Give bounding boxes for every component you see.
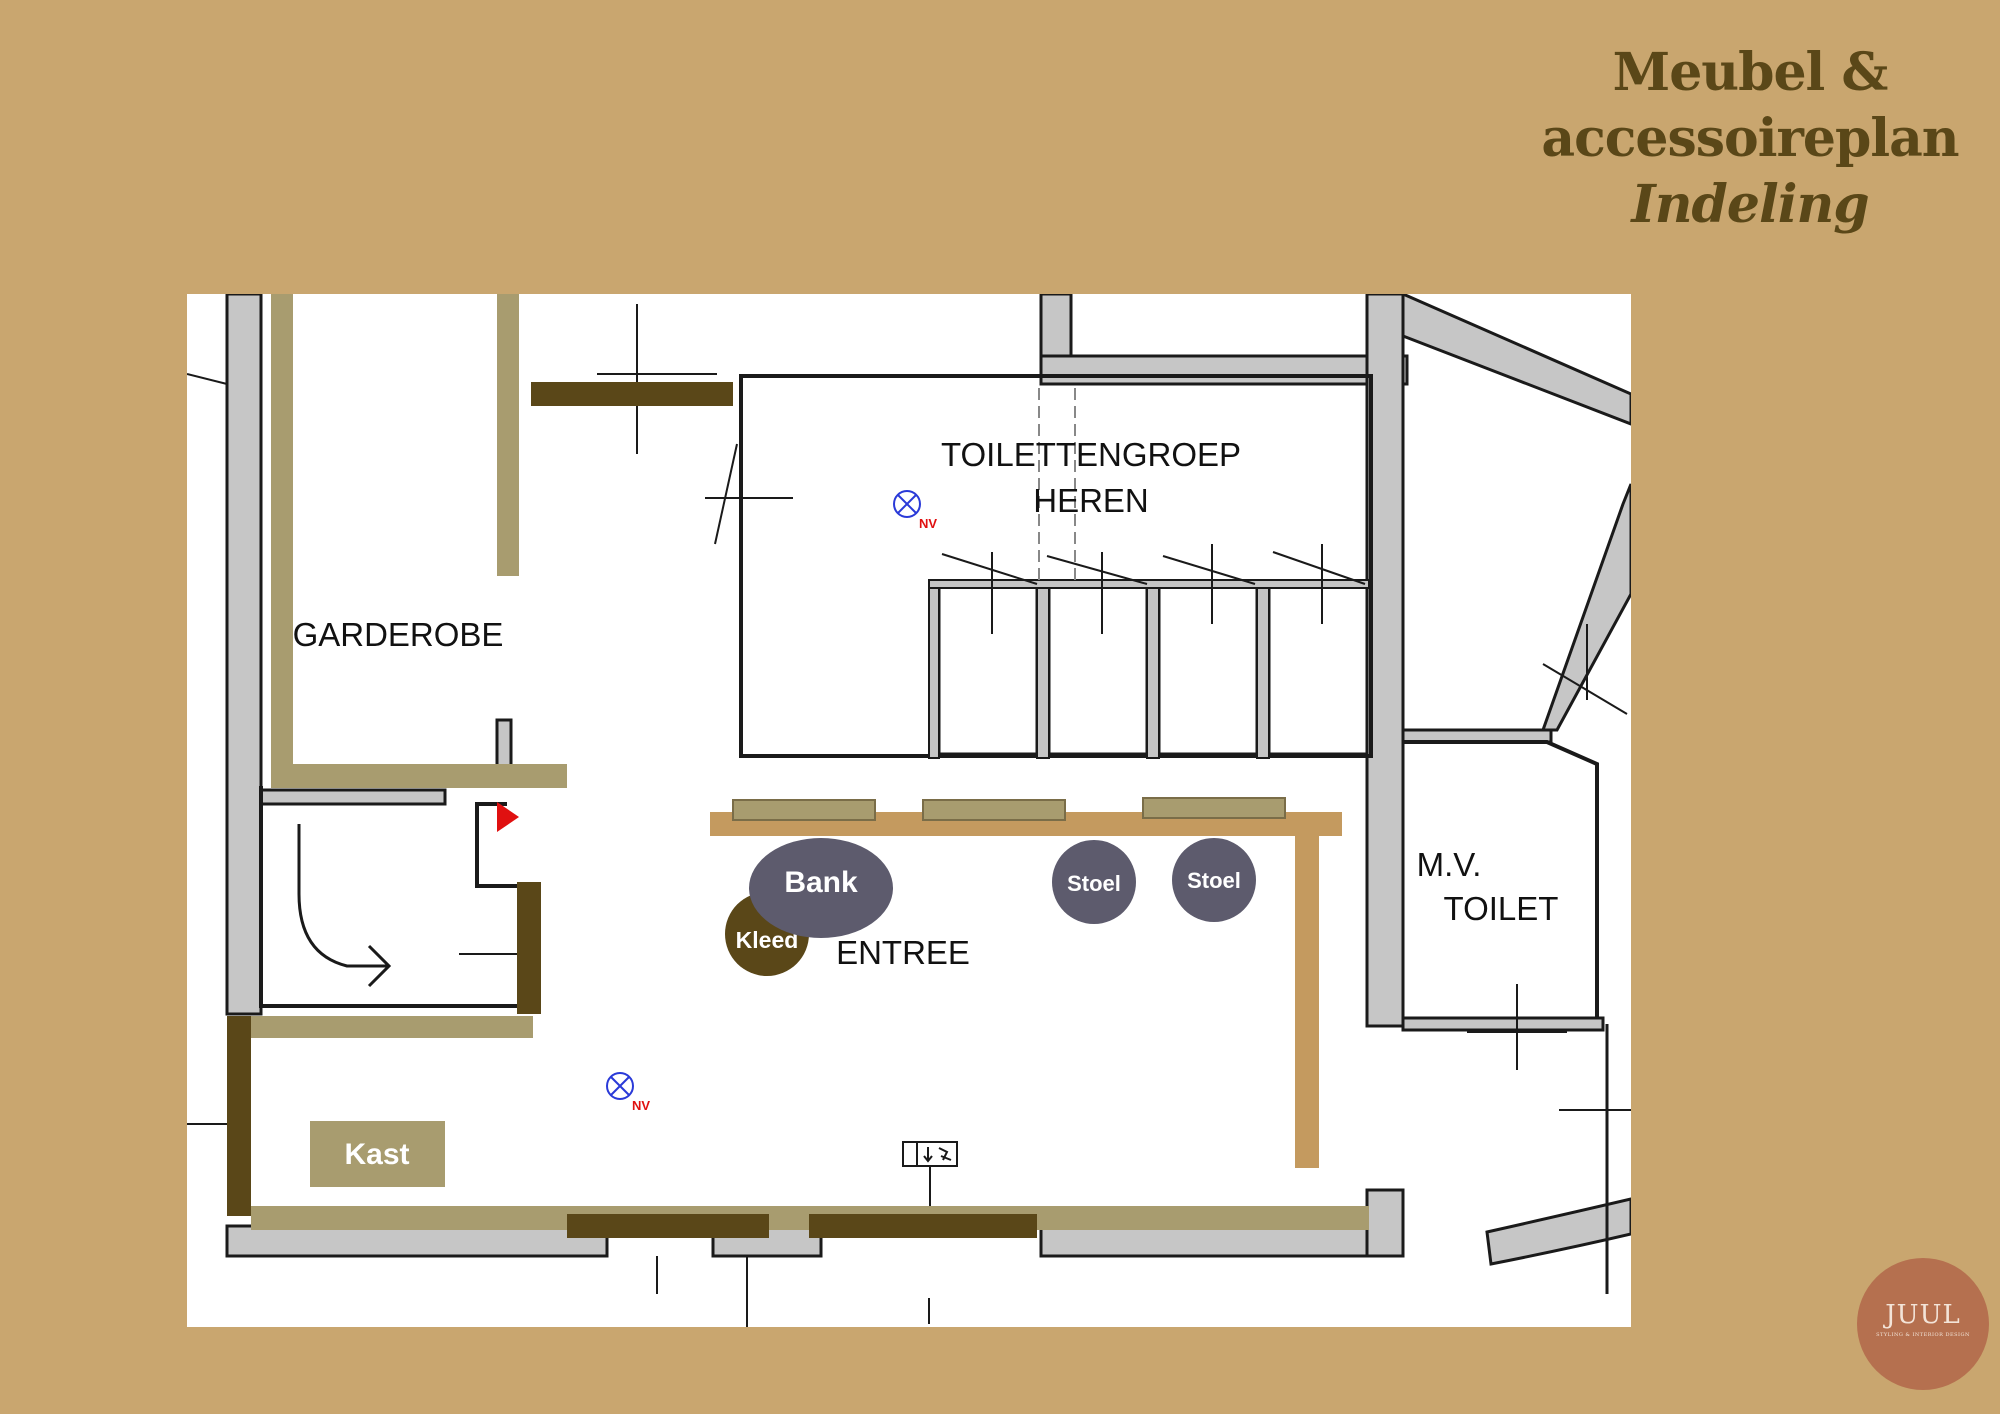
panel-below-stairs [251,1016,533,1038]
cubicle-2 [1047,584,1149,756]
juul-logo: JUUL STYLING & INTERIOR DESIGN [1857,1258,1989,1390]
stoel-1-label: Stoel [1067,871,1121,896]
bank [749,838,893,938]
dark-panel-left [227,1016,251,1216]
dashed-lines [1038,388,1076,586]
cushion-3 [1142,797,1286,819]
wall-diagonal-top [1401,294,1631,426]
toilet-group-room [739,374,1373,758]
wall-garderobe-stub [495,718,513,770]
counter-cushions [732,797,1286,821]
cubicle-walls [928,579,1370,759]
room-label-mv: M.V. [1417,846,1482,883]
door-mark-5 [941,553,1038,585]
emergency-light-icon [606,1072,634,1100]
wall-diagonal-right [1540,483,1631,732]
emergency-light-label: NV [919,516,937,531]
wall-toilet-top [1039,354,1409,386]
stoel-2-label: Stoel [1187,868,1241,893]
logo-name: JUUL [1885,1300,1961,1330]
floor-plan: Kast Kleed Bank Stoel Stoel TOILETTENGRO… [187,294,1631,1327]
wall-left [225,294,263,1016]
wall-curved [1485,1197,1631,1266]
dark-furniture [227,382,1037,1238]
dark-bench-bottom-2 [809,1214,1037,1238]
title-line-1: Meubel & [1612,42,1889,103]
stair-arrow-icon [297,824,387,968]
wall-mv-bottom [1401,1016,1605,1032]
title-line-3: Indeling [1631,174,1869,235]
stoel-1 [1052,840,1136,924]
kast-label: Kast [344,1138,409,1171]
title-line-2: accessoireplan [1541,108,1959,169]
room-label-garderobe: GARDEROBE [293,616,504,653]
room-label-toilet: TOILET [1444,890,1559,927]
dark-shelf-top [531,382,733,406]
wall-bottom-pillar [1365,1188,1405,1258]
garderobe-panel-bottom [271,764,567,788]
emergency-light-label: NV [632,1098,650,1113]
door-mark-17 [1542,663,1628,715]
cubicle-wall-2 [1036,585,1050,759]
garderobe-divider [497,294,519,576]
cubicle-3 [1157,584,1259,756]
room-label-heren: HEREN [1033,482,1149,519]
emergency-light-icon [893,490,921,518]
door-mark-6 [1046,555,1148,585]
cubicle-wall-3 [1146,585,1160,759]
door-mark-7 [1162,555,1256,585]
stair-arrowhead [367,944,392,988]
cushion-2 [922,799,1066,821]
kast [310,1121,445,1187]
door-swings [187,304,1631,1327]
logo-tagline: STYLING & INTERIOR DESIGN [1876,1332,1970,1338]
room-label-toilettengroep: TOILETTENGROEP [941,436,1241,473]
cubicle-top-rail [928,579,1370,589]
stoel-2 [1172,838,1256,922]
wall-bottom-left [225,1224,609,1258]
bank-label: Bank [784,866,858,899]
wall-stair-box [259,788,447,806]
cubicle-wall-1 [928,585,940,759]
mv-toilet-outline [1403,740,1599,1018]
cubicle-wall-4 [1256,585,1270,759]
toilet-cubicles [739,374,1373,758]
counter [710,812,1342,1168]
counter-side [1295,812,1319,1168]
plan-title: Meubel & accessoireplan Indeling [1480,40,2000,238]
room-label-entree: ENTREE [836,934,970,971]
cubicle-1 [937,584,1039,756]
dark-bench-bottom-1 [567,1214,769,1238]
door-mark-8 [1272,551,1366,585]
walls [225,294,1631,1266]
cubicle-4 [1267,584,1369,756]
wall-toilet-riser [1039,294,1073,358]
fire-extinguisher-icon [497,802,519,832]
wall-bottom-right [1039,1224,1403,1258]
door-mark-22 [187,373,228,385]
door-mark-10 [714,443,738,545]
exit-sign-icon [902,1141,958,1206]
cushion-1 [732,799,876,821]
garderobe-panel-vertical [271,294,293,780]
dark-panel-stair [517,882,541,1014]
